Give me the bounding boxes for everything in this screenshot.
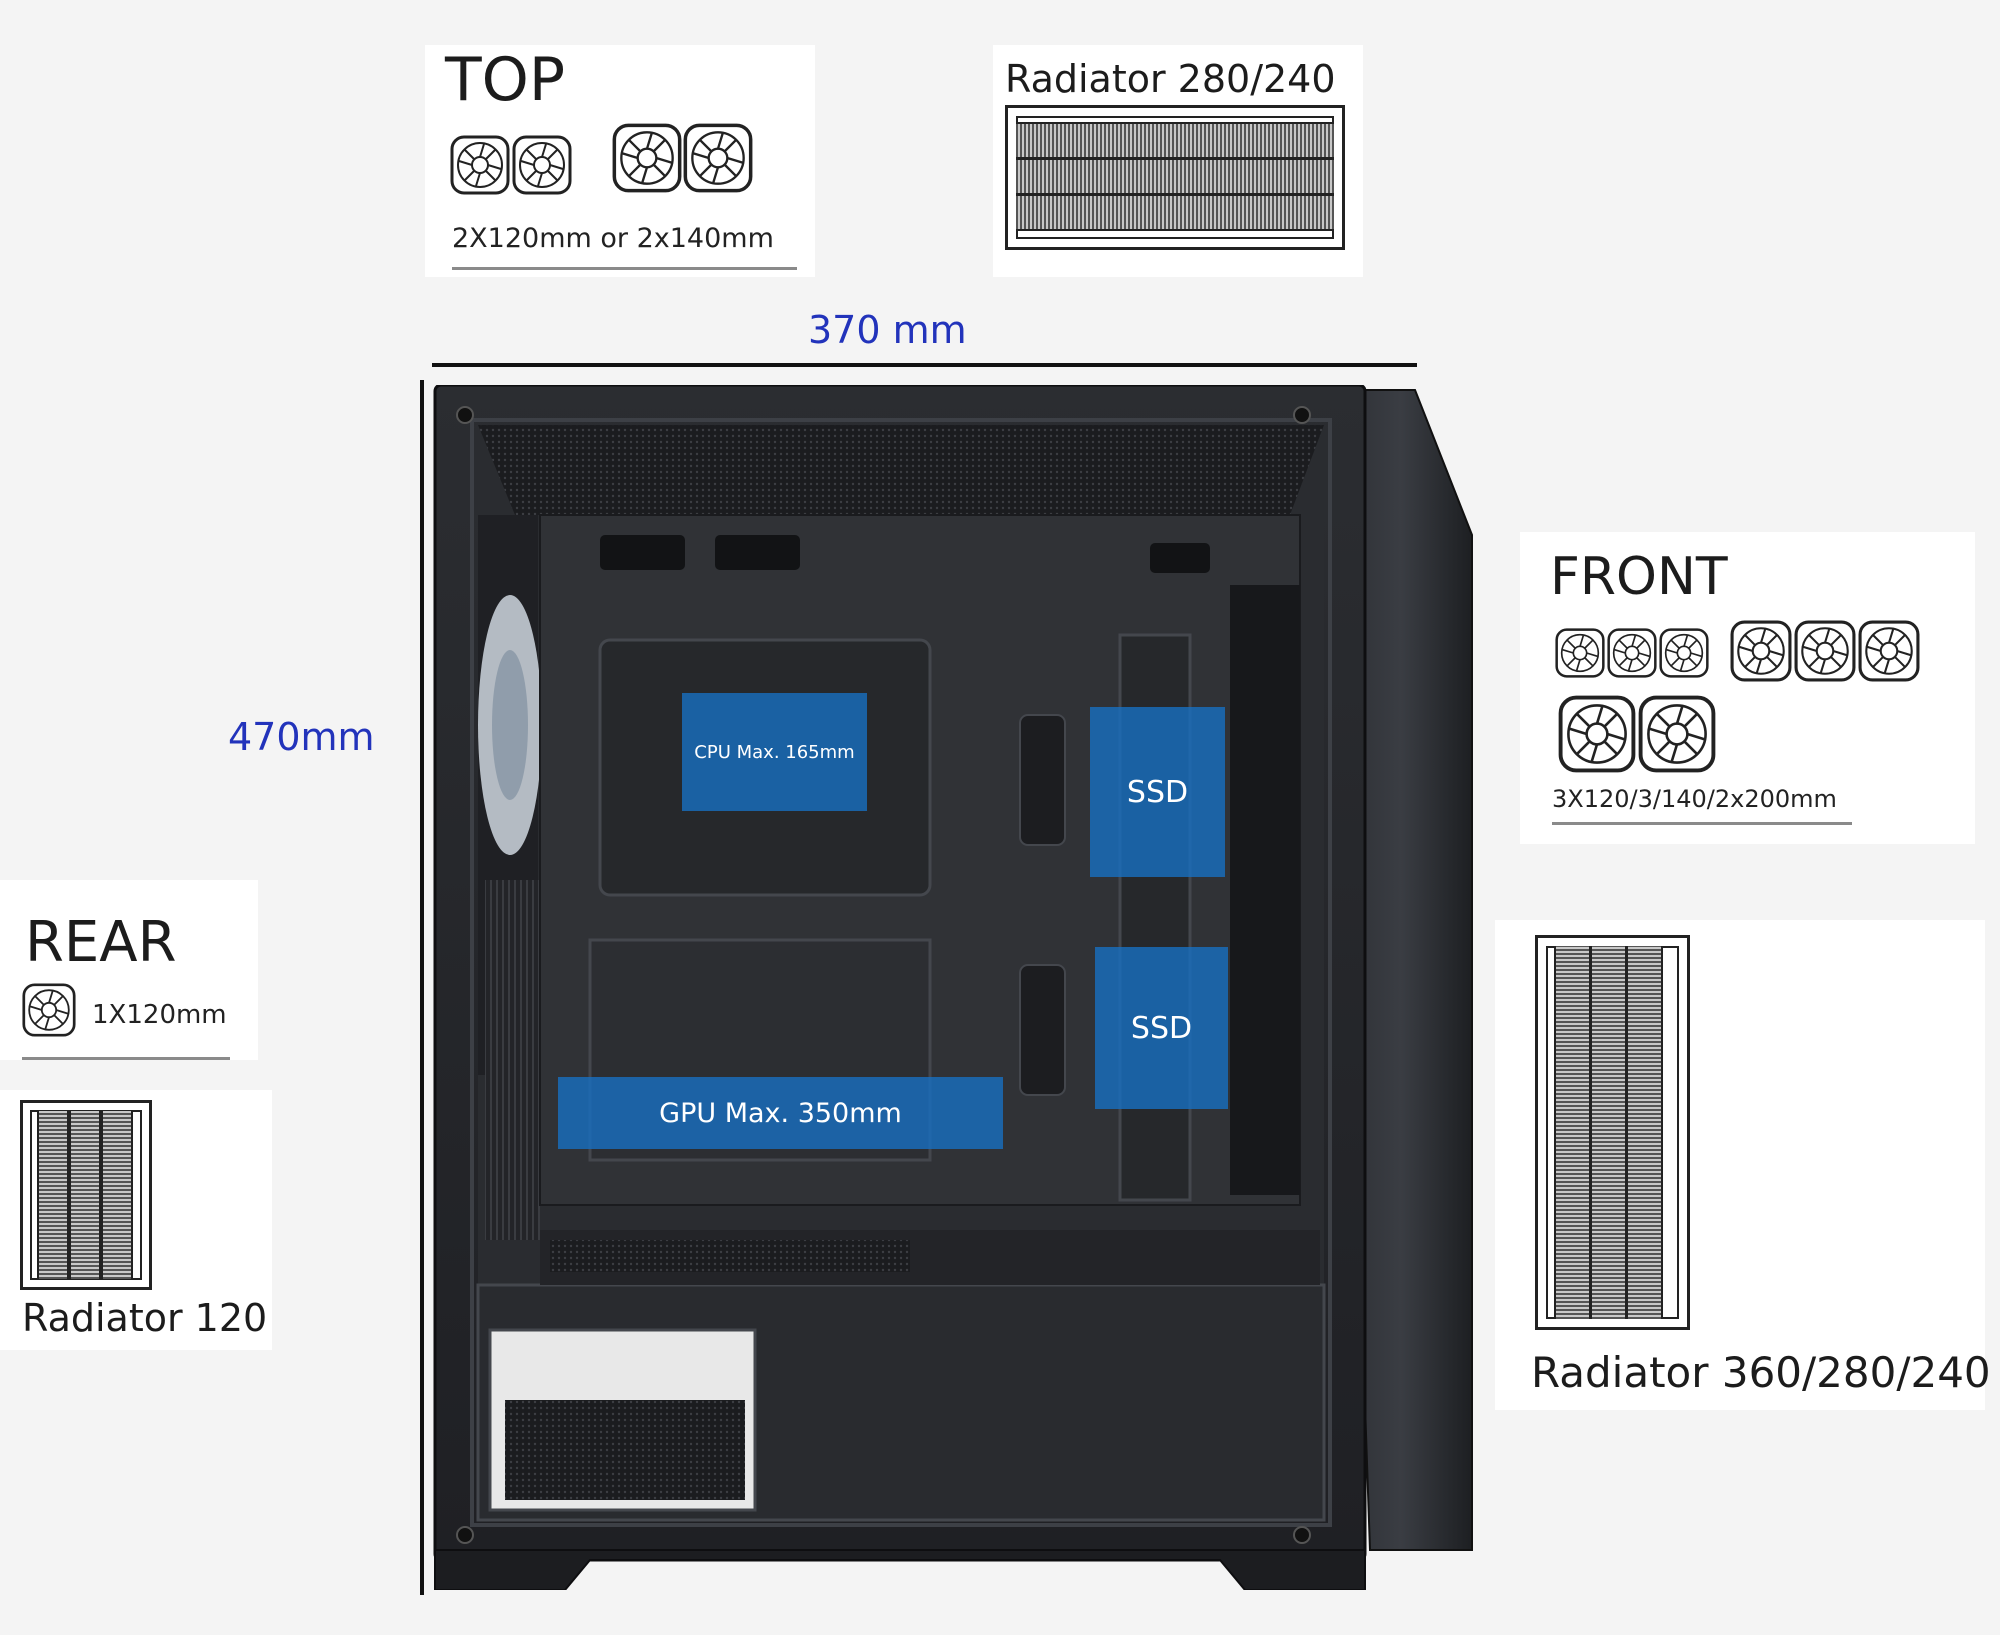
rear-title: REAR	[25, 910, 177, 975]
gpu-clearance-label: GPU Max. 350mm	[558, 1077, 1003, 1149]
fan-icon	[612, 123, 682, 193]
top-panel: TOP 2X120mm or 2x140mm	[425, 45, 815, 277]
front-radiator-panel: Radiator 360/280/240	[1495, 920, 1991, 1410]
fan-icon	[1730, 620, 1792, 682]
top-title: TOP	[445, 45, 566, 115]
top-fan-spec: 2X120mm or 2x140mm	[452, 223, 774, 254]
radiator-icon	[20, 1100, 152, 1290]
fan-icon	[1794, 620, 1856, 682]
fan-icon	[683, 123, 753, 193]
fan-icon	[512, 135, 572, 195]
fan-icon	[1659, 628, 1709, 678]
fan-icon	[1558, 695, 1636, 773]
rear-fan-spec: 1X120mm	[92, 1000, 227, 1030]
fan-icon	[1555, 628, 1605, 678]
cpu-clearance-label: CPU Max. 165mm	[682, 693, 867, 811]
top-radiator-label: Radiator 280/240	[1005, 57, 1336, 101]
ssd-label-2: SSD	[1095, 947, 1228, 1109]
pc-case: CPU Max. 165mm GPU Max. 350mm SSD SSD	[430, 385, 1480, 1590]
height-dimension: 470mm	[228, 715, 375, 759]
fan-icon	[450, 135, 510, 195]
height-dimension-line	[420, 380, 424, 1595]
width-dimension-line	[432, 363, 1417, 367]
top-radiator-panel: Radiator 280/240	[993, 45, 1363, 277]
top-underline	[452, 267, 797, 270]
front-underline	[1552, 822, 1852, 825]
width-dimension: 370 mm	[808, 308, 967, 352]
radiator-icon	[1005, 105, 1345, 250]
fan-icon	[1638, 695, 1716, 773]
fan-icon	[22, 983, 76, 1037]
fan-icon	[1607, 628, 1657, 678]
front-radiator-label: Radiator 360/280/240	[1531, 1348, 1991, 1397]
radiator-icon	[1535, 935, 1690, 1330]
front-panel: FRONT 3X120/3/140/2x200mm	[1520, 532, 1975, 844]
rear-underline	[22, 1057, 230, 1060]
front-fan-spec: 3X120/3/140/2x200mm	[1552, 785, 1837, 813]
fan-icon	[1858, 620, 1920, 682]
rear-radiator-panel: Radiator 120	[0, 1090, 272, 1350]
front-title: FRONT	[1550, 547, 1728, 607]
ssd-label-1: SSD	[1090, 707, 1225, 877]
pc-case-drawing	[433, 385, 1473, 1590]
rear-panel: REAR 1X120mm	[0, 880, 258, 1060]
rear-radiator-label: Radiator 120	[22, 1296, 268, 1340]
